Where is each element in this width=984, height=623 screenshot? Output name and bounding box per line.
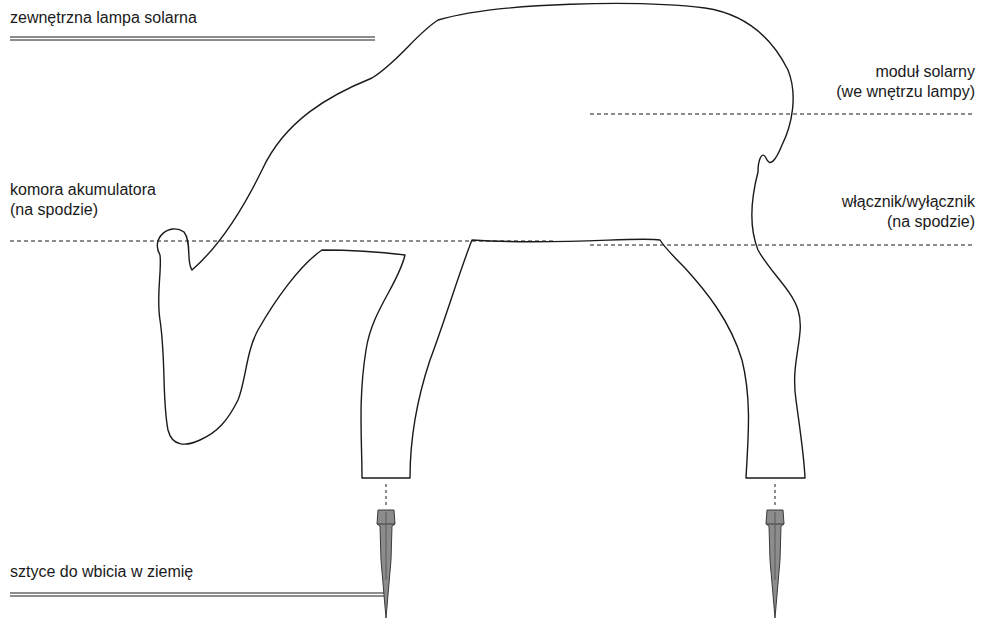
ground-stake [377, 510, 395, 618]
part-label: moduł solarny (we wnętrzu lampy) [836, 62, 975, 102]
double-underline [10, 37, 375, 38]
dashed-guide [775, 484, 776, 506]
dashed-guide [386, 484, 387, 506]
double-underline [10, 593, 385, 594]
ground-stake [766, 510, 784, 618]
part-label: komora akumulatora (na spodzie) [10, 180, 156, 220]
dashed-leader [590, 114, 975, 115]
double-underline [10, 596, 385, 597]
part-label: włącznik/wyłącznik (na spodzie) [842, 192, 975, 232]
part-label: zewnętrzna lampa solarna [10, 8, 197, 28]
part-label: sztyce do wbicia w ziemię [10, 562, 193, 582]
dashed-leader [10, 241, 555, 242]
dashed-leader [590, 245, 975, 246]
double-underline [10, 40, 375, 41]
